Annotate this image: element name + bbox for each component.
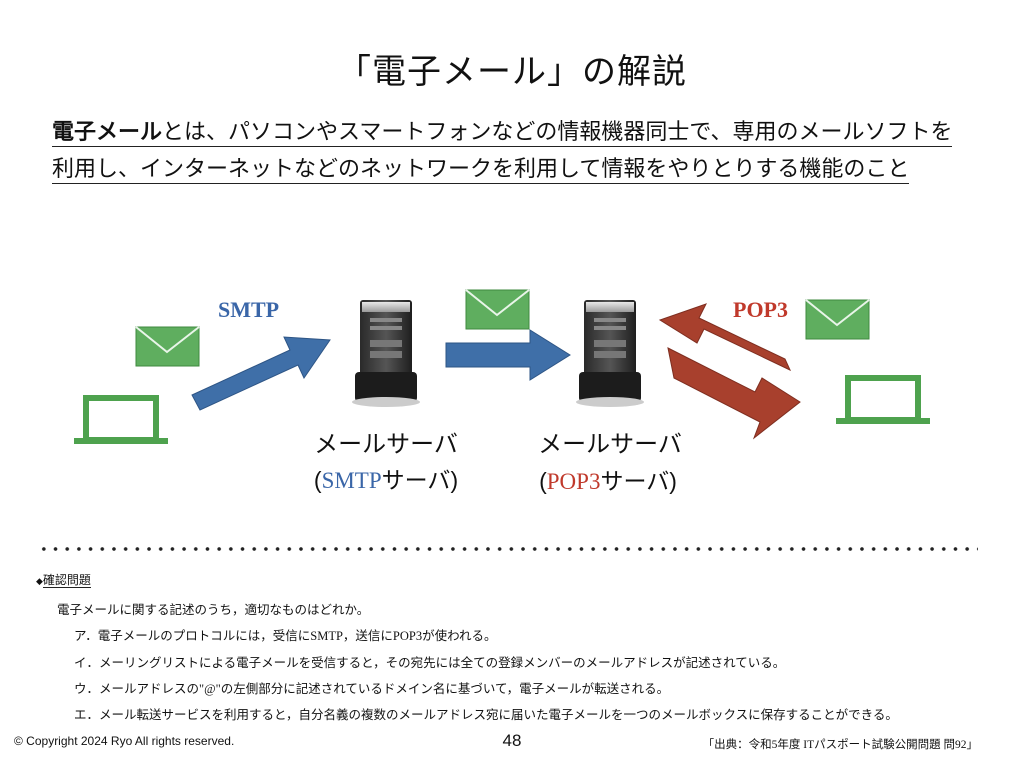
paren-open: ( bbox=[313, 467, 322, 493]
definition-body: とは、パソコンやスマートフォンなどの情報機器同士で、専用のメールソフトを利用し、… bbox=[52, 120, 953, 182]
server-1-proto: SMTP bbox=[321, 468, 382, 493]
page-number: 48 bbox=[502, 731, 522, 750]
server-suffix: サーバ bbox=[600, 468, 670, 494]
quiz-heading-label: 確認問題 bbox=[42, 573, 91, 588]
dotted-divider bbox=[38, 545, 978, 553]
source-citation: 「出典：令和5年度 ITパスポート試験公開問題 問92」 bbox=[702, 739, 978, 751]
paren-open: ( bbox=[539, 468, 547, 494]
pop3-label: POP3 bbox=[733, 297, 788, 322]
server-2-name: メールサーバ bbox=[538, 430, 682, 458]
smtp-arrow bbox=[191, 336, 331, 411]
server-suffix: サーバ bbox=[381, 467, 451, 493]
smtp-label: SMTP bbox=[218, 297, 280, 322]
server-2-type: (POP3サーバ) bbox=[518, 462, 698, 496]
quiz-option-a: ア．電子メールのプロトコルには，受信にSMTP，送信にPOP3が使われる。 bbox=[74, 629, 497, 643]
server-transfer-arrow bbox=[445, 329, 571, 381]
envelope-icon-sender bbox=[135, 326, 200, 367]
pop3-request-arrow bbox=[658, 303, 792, 372]
pop3-delivery-arrow bbox=[667, 347, 801, 440]
paren-close: ) bbox=[450, 467, 459, 493]
definition-text: 電子メールとは、パソコンやスマートフォンなどの情報機器同士で、専用のメールソフト… bbox=[52, 114, 972, 188]
slide-title: 「電子メール」の解説 bbox=[337, 52, 687, 92]
envelope-icon-receiver bbox=[805, 299, 870, 340]
quiz-option-u: ウ．メールアドレスの"@"の左側部分に記述されているドメイン名に基づいて，電子メ… bbox=[74, 682, 670, 696]
server-1-name: メールサーバ bbox=[314, 430, 458, 458]
diamond-bullet-icon: ◆ bbox=[36, 576, 43, 586]
quiz-question: 電子メールに関する記述のうち，適切なものはどれか。 bbox=[57, 603, 370, 617]
mail-server-2-icon bbox=[576, 300, 644, 407]
mail-server-1-icon bbox=[352, 300, 420, 407]
copyright: © Copyright 2024 Ryo All rights reserved… bbox=[14, 734, 235, 748]
server-1-type: (SMTPサーバ) bbox=[296, 461, 476, 495]
paren-close: ) bbox=[669, 468, 677, 494]
quiz-option-i: イ．メーリングリストによる電子メールを受信すると，その宛先には全ての登録メンバー… bbox=[74, 656, 786, 670]
quiz-option-e: エ．メール転送サービスを利用すると，自分名義の複数のメールアドレス宛に届いた電子… bbox=[74, 708, 898, 722]
envelope-icon-transfer bbox=[465, 289, 530, 330]
quiz-heading: ◆確認問題 bbox=[36, 571, 91, 588]
definition-term: 電子メール bbox=[52, 120, 163, 145]
sender-laptop-icon bbox=[74, 395, 168, 444]
server-2-proto: POP3 bbox=[546, 469, 601, 494]
receiver-laptop-icon bbox=[836, 375, 930, 424]
